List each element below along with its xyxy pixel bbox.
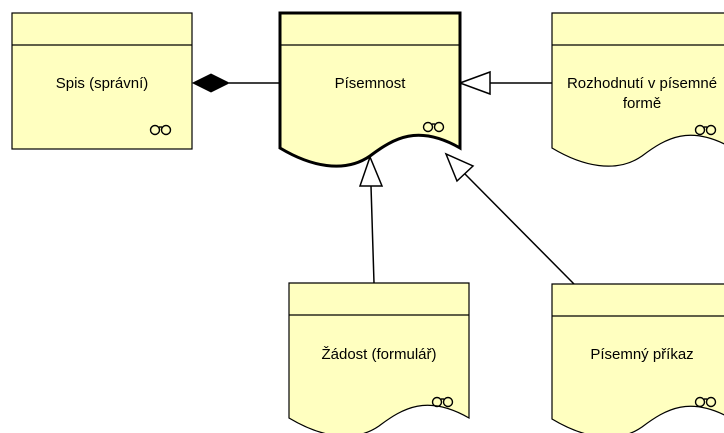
element-rozhodnuti-label-line1: Rozhodnutí v písemné xyxy=(567,75,717,92)
specialization-connector-rozhodnuti[interactable] xyxy=(457,70,552,96)
data-object-icon xyxy=(694,124,717,136)
element-zadost-label: Žádost (formulář) xyxy=(321,346,436,363)
element-rozhodnuti[interactable]: Rozhodnutí v písemné formě xyxy=(551,12,724,167)
element-pisemnost-label: Písemnost xyxy=(335,75,407,92)
specialization-arrowhead xyxy=(444,152,475,183)
composition-diamond xyxy=(191,73,231,93)
element-pisemnost[interactable]: Písemnost xyxy=(278,11,462,168)
element-prikaz-label: Písemný příkaz xyxy=(590,346,693,363)
specialization-connector-zadost[interactable] xyxy=(358,154,384,284)
data-object-icon xyxy=(149,124,172,136)
element-rozhodnuti-label-line2: formě xyxy=(623,95,661,112)
data-object-icon xyxy=(694,396,717,408)
element-prikaz[interactable]: Písemný příkaz xyxy=(551,283,724,433)
element-spis-label: Spis (správní) xyxy=(56,75,149,92)
specialization-arrowhead xyxy=(457,70,491,96)
data-object-icon xyxy=(422,121,445,133)
specialization-connector-prikaz[interactable] xyxy=(444,152,575,285)
specialization-arrowhead xyxy=(358,154,384,187)
element-spis[interactable]: Spis (správní) xyxy=(11,12,193,150)
element-zadost[interactable]: Žádost (formulář) xyxy=(288,282,470,433)
data-object-icon xyxy=(431,396,454,408)
composition-connector[interactable] xyxy=(191,73,280,93)
